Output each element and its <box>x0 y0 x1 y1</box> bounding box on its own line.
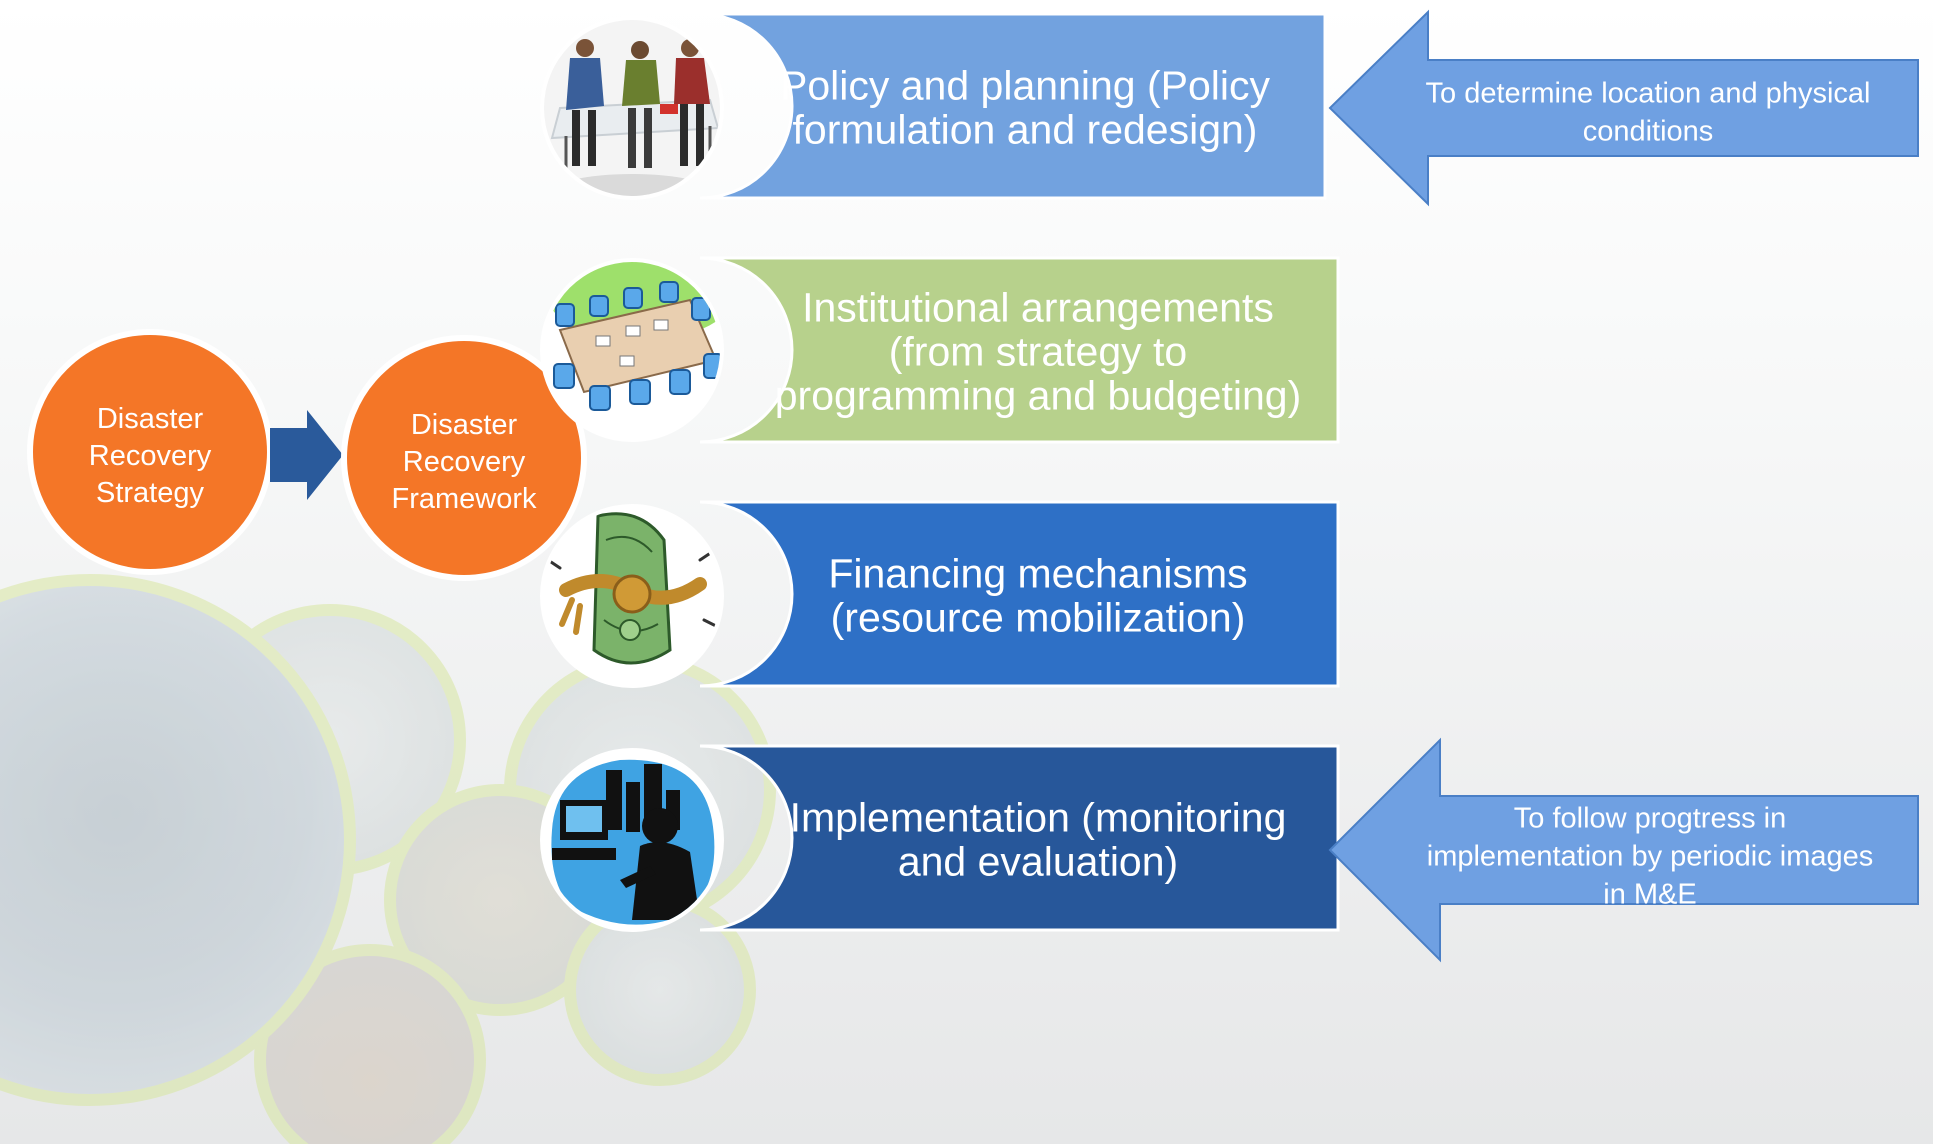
text-line: and evaluation) <box>898 838 1178 884</box>
text-line: Framework <box>391 483 537 515</box>
connector-arrow <box>270 410 343 500</box>
text-line: Recovery <box>89 440 212 472</box>
callout-progress-monitoring: To follow progtress in implementation by … <box>1328 737 1919 963</box>
text-line: programming and budgeting) <box>775 372 1302 418</box>
stage-institutional: Institutional arrangements(from strategy… <box>699 256 1340 444</box>
text-line: conditions <box>1583 115 1714 147</box>
text-line: in M&E <box>1603 878 1696 910</box>
text-line: To follow progtress in <box>1514 802 1786 834</box>
text-line: Policy and planning (Policy <box>780 62 1270 108</box>
text-line: Implementation (monitoring <box>790 794 1287 840</box>
callout-progress-monitoring-text: To follow progtress in implementation by … <box>1427 802 1874 910</box>
text-line: Disaster <box>97 403 204 435</box>
people-meeting-icon <box>540 16 724 200</box>
text-line: Strategy <box>96 477 204 509</box>
stage-financing-text: Financing mechanisms(resource mobilizati… <box>828 550 1247 640</box>
text-line: Financing mechanisms <box>828 550 1247 596</box>
callout-location-conditions-text: To determine location and physical condit… <box>1426 77 1871 147</box>
stage-institutional-text: Institutional arrangements(from strategy… <box>775 284 1302 418</box>
money-knot-icon <box>540 504 724 688</box>
text-line: Disaster <box>411 409 518 441</box>
callout-location-conditions: To determine location and physical condit… <box>1328 9 1919 207</box>
conference-table-icon <box>540 258 724 442</box>
stage-financing: Financing mechanisms(resource mobilizati… <box>699 500 1340 688</box>
computer-worker-icon <box>540 748 724 932</box>
text-line: To determine location and physical <box>1426 77 1871 109</box>
text-line: (resource mobilization) <box>831 594 1246 640</box>
text-line: (from strategy to <box>889 328 1187 374</box>
text-line: formulation and redesign) <box>793 106 1258 152</box>
text-line: Institutional arrangements <box>802 284 1274 330</box>
text-line: implementation by periodic images <box>1427 840 1874 872</box>
text-line: Recovery <box>403 446 526 478</box>
